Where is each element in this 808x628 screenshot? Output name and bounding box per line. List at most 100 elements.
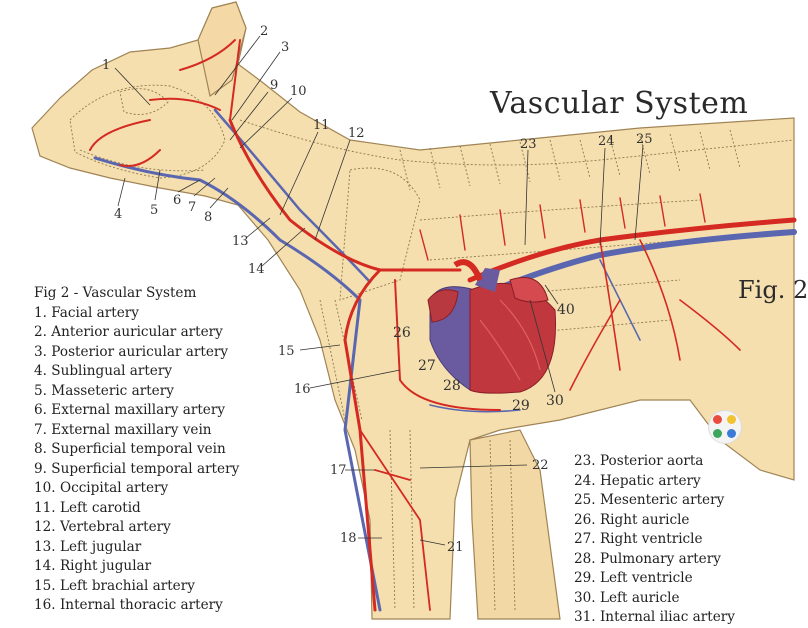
callout-28: 28: [443, 378, 461, 394]
legend-item: 7. External maxillary vein: [34, 421, 212, 438]
callout-line-8: [209, 187, 229, 209]
callout-24: 24: [598, 134, 615, 149]
callout-16: 16: [294, 382, 311, 397]
figure-label: Fig. 2: [738, 276, 808, 304]
callout-22: 22: [532, 458, 549, 473]
foreleg-back-silhouette: [469, 429, 561, 620]
legend-item: 30. Left auricle: [574, 589, 680, 606]
brachial-artery: [343, 268, 382, 612]
legend-item: 26. Right auricle: [574, 511, 690, 528]
callout-line-3: [231, 51, 281, 121]
diagram-title: Vascular System: [490, 86, 749, 121]
legend-item: 2. Anterior auricular artery: [34, 324, 223, 340]
callout-line-1: [114, 67, 151, 106]
callout-line-2: [214, 35, 261, 96]
legend-item: 4. Sublingual artery: [34, 363, 173, 379]
callout-line-16: [309, 369, 401, 389]
vertebrae-outline: [399, 129, 741, 191]
scapula-outline: [339, 167, 421, 301]
callout-14: 14: [248, 262, 265, 277]
ear-outline: [197, 1, 247, 98]
callout-21: 21: [447, 540, 464, 555]
legend-item: 3. Posterior auricular artery: [34, 343, 229, 360]
eye-orbit-outline: [119, 88, 169, 115]
heart-group: [427, 259, 557, 394]
legend-item: 5. Masseteric artery: [34, 382, 174, 399]
callout-line-5: [154, 169, 161, 201]
callout-18: 18: [340, 531, 357, 546]
legend-right: 23. Posterior aorta 24. Hepatic artery 2…: [574, 452, 735, 628]
callout-30: 30: [546, 393, 564, 409]
callout-line-6: [177, 179, 201, 193]
skull-outline: [69, 84, 226, 179]
carotid-artery: [228, 118, 462, 272]
callout-line-25: [634, 144, 644, 241]
callout-line-30: [529, 299, 556, 393]
callout-line-15: [299, 344, 341, 351]
callout-line-4: [117, 177, 126, 207]
callout-40: 40: [557, 302, 575, 318]
internal-thoracic-artery: [394, 279, 501, 411]
callout-9: 9: [270, 78, 279, 93]
callout-line-13: [245, 217, 271, 239]
callout-12: 12: [348, 126, 365, 141]
jugular-vein: [93, 156, 382, 612]
legend-item: 12. Vertebral artery: [34, 519, 171, 535]
legend-item: 31. Internal iliac artery: [574, 609, 735, 625]
callout-line-7: [193, 177, 216, 197]
head-arteries: [89, 39, 241, 167]
legend-item: 9. Superficial temporal artery: [34, 460, 240, 477]
legend-item: 29. Left ventricle: [574, 570, 693, 586]
aortic-arch: [453, 259, 483, 282]
callout-3: 3: [281, 40, 290, 55]
callout-line-24: [599, 147, 606, 246]
legend-item: 25. Mesenteric artery: [574, 492, 725, 508]
legend-item: 13. Left jugular: [34, 538, 142, 555]
legend-item: 8. Superficial temporal vein: [34, 441, 226, 457]
spinal-branches: [419, 193, 706, 261]
callout-line-12: [314, 139, 351, 241]
callout-line-14: [261, 227, 306, 267]
callout-4: 4: [114, 207, 123, 222]
legend-item: 28. Pulmonary artery: [574, 550, 721, 567]
legend-item: 24. Hepatic artery: [574, 472, 701, 489]
callout-25: 25: [636, 132, 653, 147]
callout-29: 29: [512, 398, 530, 414]
legend-heading: Fig 2 - Vascular System: [34, 285, 197, 301]
callout-line-21: [419, 539, 446, 546]
dog-anatomy-illustration: [31, 1, 797, 620]
legend-item: 15. Left brachial artery: [34, 577, 195, 594]
callout-1: 1: [102, 58, 111, 73]
callout-13: 13: [232, 234, 249, 249]
legend-item: 27. Right ventricle: [574, 531, 703, 547]
callout-line-10: [239, 97, 293, 149]
callout-23: 23: [520, 137, 537, 152]
callout-line-9: [229, 91, 269, 141]
legend-item: 14. Right jugular: [34, 558, 152, 574]
callout-6: 6: [173, 193, 182, 208]
legend-item: 16. Internal thoracic artery: [34, 597, 223, 613]
callout-line-22: [419, 464, 528, 469]
callout-line-40: [544, 284, 559, 305]
callout-2: 2: [260, 24, 269, 39]
callout-5: 5: [150, 203, 159, 218]
callout-26: 26: [393, 325, 411, 341]
right-auricle: [427, 289, 459, 323]
callout-17: 17: [330, 463, 347, 478]
jaw-outline: [79, 149, 206, 172]
legend-item: 1. Facial artery: [34, 304, 139, 321]
abdominal-branches: [569, 239, 741, 391]
leg-arteries: [359, 429, 431, 611]
callout-line-11: [279, 131, 319, 216]
coronary-vessels: [479, 299, 541, 381]
legend-item: 10. Occipital artery: [34, 480, 169, 496]
callout-7: 7: [188, 200, 197, 215]
pulmonary-artery: [475, 268, 500, 292]
legend-left: Fig 2 - Vascular System 1. Facial artery…: [34, 284, 239, 616]
watermark-logo-icon: [708, 410, 742, 444]
left-auricle: [509, 277, 549, 303]
callout-8: 8: [204, 210, 213, 225]
legend-item: 23. Posterior aorta: [574, 453, 704, 469]
legend-item: 11. Left carotid: [34, 499, 141, 516]
callout-27: 27: [418, 358, 436, 374]
